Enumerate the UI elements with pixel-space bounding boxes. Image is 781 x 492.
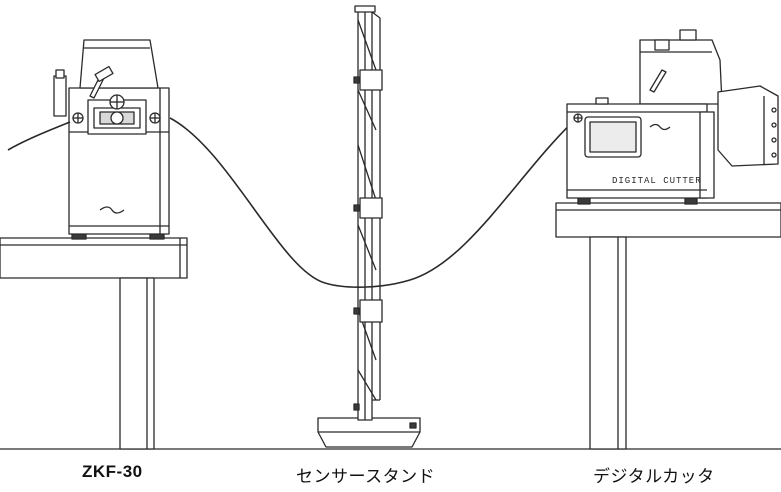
caption-zkf30: ZKF-30	[82, 462, 143, 481]
digital-cutter-machine	[566, 29, 779, 205]
cutter-panel-label: DIGITAL CUTTER	[612, 176, 702, 186]
right-table	[555, 202, 781, 450]
cable-main	[169, 114, 581, 288]
left-table	[0, 237, 188, 450]
cable-left-stub	[7, 121, 71, 151]
caption-sensor-stand: センサースタンド	[296, 467, 436, 486]
zkf30-machine	[53, 39, 170, 240]
caption-digital-cutter: デジタルカッタ	[593, 467, 715, 486]
sensor-stand	[317, 5, 421, 448]
